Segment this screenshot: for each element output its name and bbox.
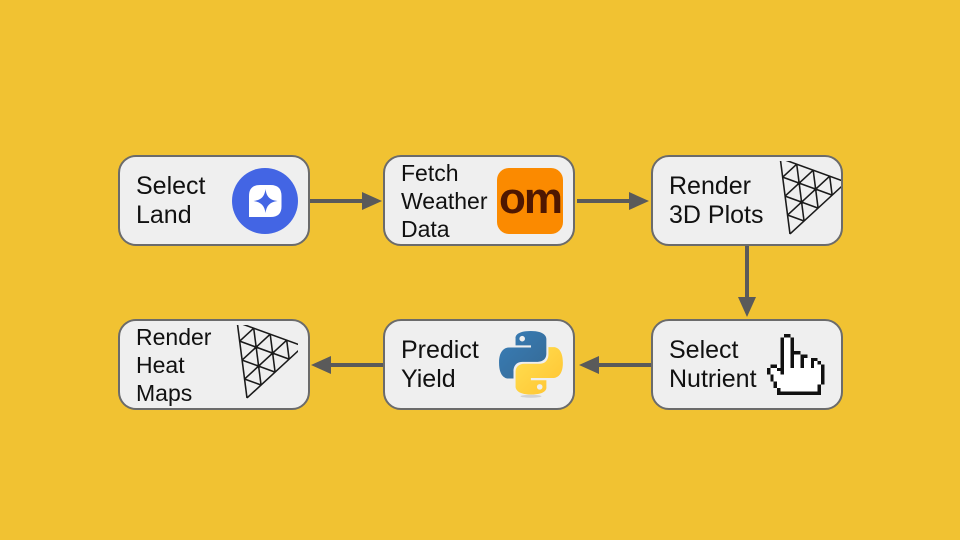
node-predict-yield-label: Predict Yield [401, 335, 479, 393]
map-pin-sparkle-icon [232, 167, 298, 234]
python-icon [499, 331, 563, 398]
node-select-land-label: Select Land [136, 171, 206, 229]
node-render-3d-plots[interactable]: Render 3D Plots [651, 155, 843, 246]
node-fetch-weather-data[interactable]: Fetch Weather Data om [383, 155, 575, 246]
node-predict-yield[interactable]: Predict Yield [383, 319, 575, 410]
mesh-3d-icon [763, 160, 842, 241]
mesh-3d-icon [220, 324, 298, 405]
node-select-nutrient-label: Select Nutrient [669, 335, 757, 393]
arrow-fetch-weather-data-to-render-3d-plots [577, 192, 649, 210]
arrow-select-land-to-fetch-weather-data [309, 192, 382, 210]
node-render-heat-maps[interactable]: Render Heat Maps [118, 319, 310, 410]
node-select-land[interactable]: Select Land [118, 155, 310, 246]
arrow-predict-yield-to-render-heat-maps [311, 356, 383, 374]
node-fetch-weather-data-label: Fetch Weather Data [401, 159, 488, 242]
arrow-render-3d-plots-to-select-nutrient [738, 246, 756, 317]
open-meteo-icon: om [497, 167, 563, 234]
arrow-select-nutrient-to-predict-yield [579, 356, 651, 374]
node-render-3d-plots-label: Render 3D Plots [669, 171, 764, 229]
node-select-nutrient[interactable]: Select Nutrient [651, 319, 843, 410]
node-render-heat-maps-label: Render Heat Maps [136, 323, 212, 406]
hand-cursor-icon [767, 334, 831, 395]
